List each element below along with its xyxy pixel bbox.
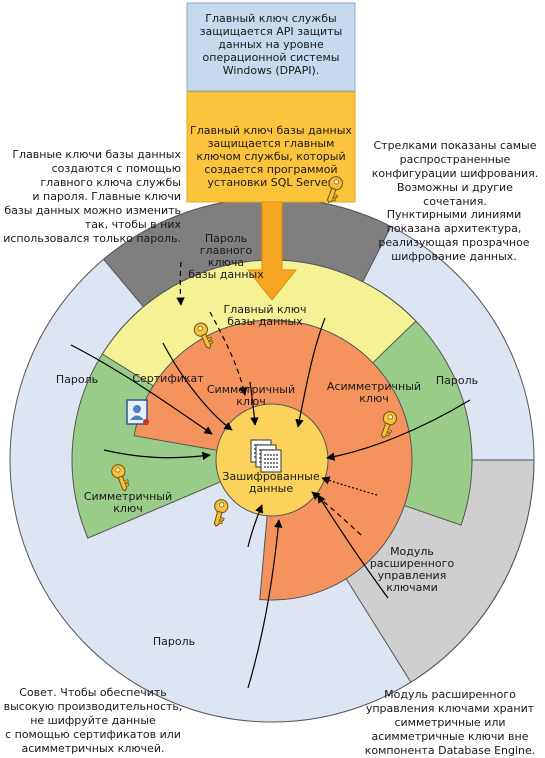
arrow-password-left-to-data — [70, 344, 213, 435]
note-ekm-storage: Модуль расширенного управления ключами х… — [364, 688, 536, 757]
dotted-asymmetric-to-data — [321, 476, 378, 496]
note-database-master-keys: Главные ключи базы данных создаются с по… — [3, 148, 181, 245]
arrow-symmetric-bottom-to-data — [247, 504, 263, 548]
arrow-ekm-to-data — [317, 494, 389, 599]
label-password-bottom: Пароль — [153, 635, 195, 648]
note-performance-tip: Совет. Чтобы обеспечить высокую производ… — [3, 686, 183, 755]
icons-group — [109, 174, 399, 529]
label-password-left: Пароль — [56, 373, 98, 386]
arrows-group — [70, 261, 471, 689]
arrow-password-right-to-data — [326, 399, 471, 461]
arrow-symmetric-to-data — [249, 381, 259, 426]
arrow-password-bottom-to-data — [247, 519, 283, 689]
label-password-right: Пароль — [436, 374, 478, 387]
rings-group — [9, 197, 535, 723]
service-master-key-dpapi-box — [186, 2, 356, 92]
label-certificate: Сертификат — [132, 372, 204, 385]
note-arrows-meaning: Стрелками показаны самые распространенны… — [371, 139, 539, 208]
dashed-dmk-password-to-dmk — [176, 261, 185, 306]
certificate-icon — [126, 399, 149, 425]
document-stack-icon — [250, 439, 282, 473]
arrow-certificate-to-data — [162, 342, 233, 431]
arrow-symmetric-outer-to-data — [103, 449, 211, 461]
dashed-dmk-to-certificate — [209, 311, 248, 396]
arrow-asymmetric-to-data — [295, 317, 326, 428]
orange-down-arrow — [246, 201, 298, 301]
note-dashed-lines-meaning: Пунктирными линиями показана архитектура… — [378, 208, 530, 263]
